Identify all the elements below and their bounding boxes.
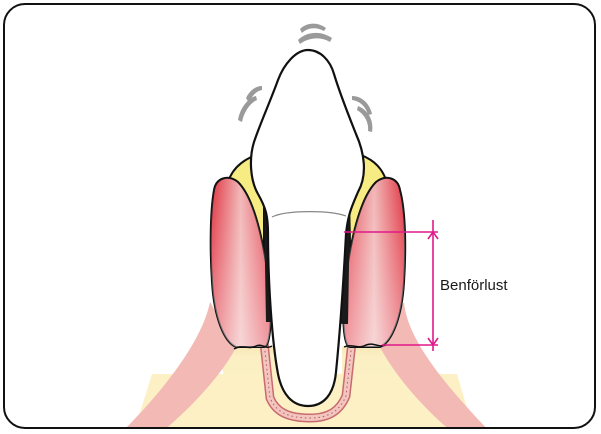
periodontal-diagram: Benförlust xyxy=(5,5,596,429)
diagram-frame: Benförlust xyxy=(3,3,596,429)
bone-loss-label: Benförlust xyxy=(440,277,508,294)
